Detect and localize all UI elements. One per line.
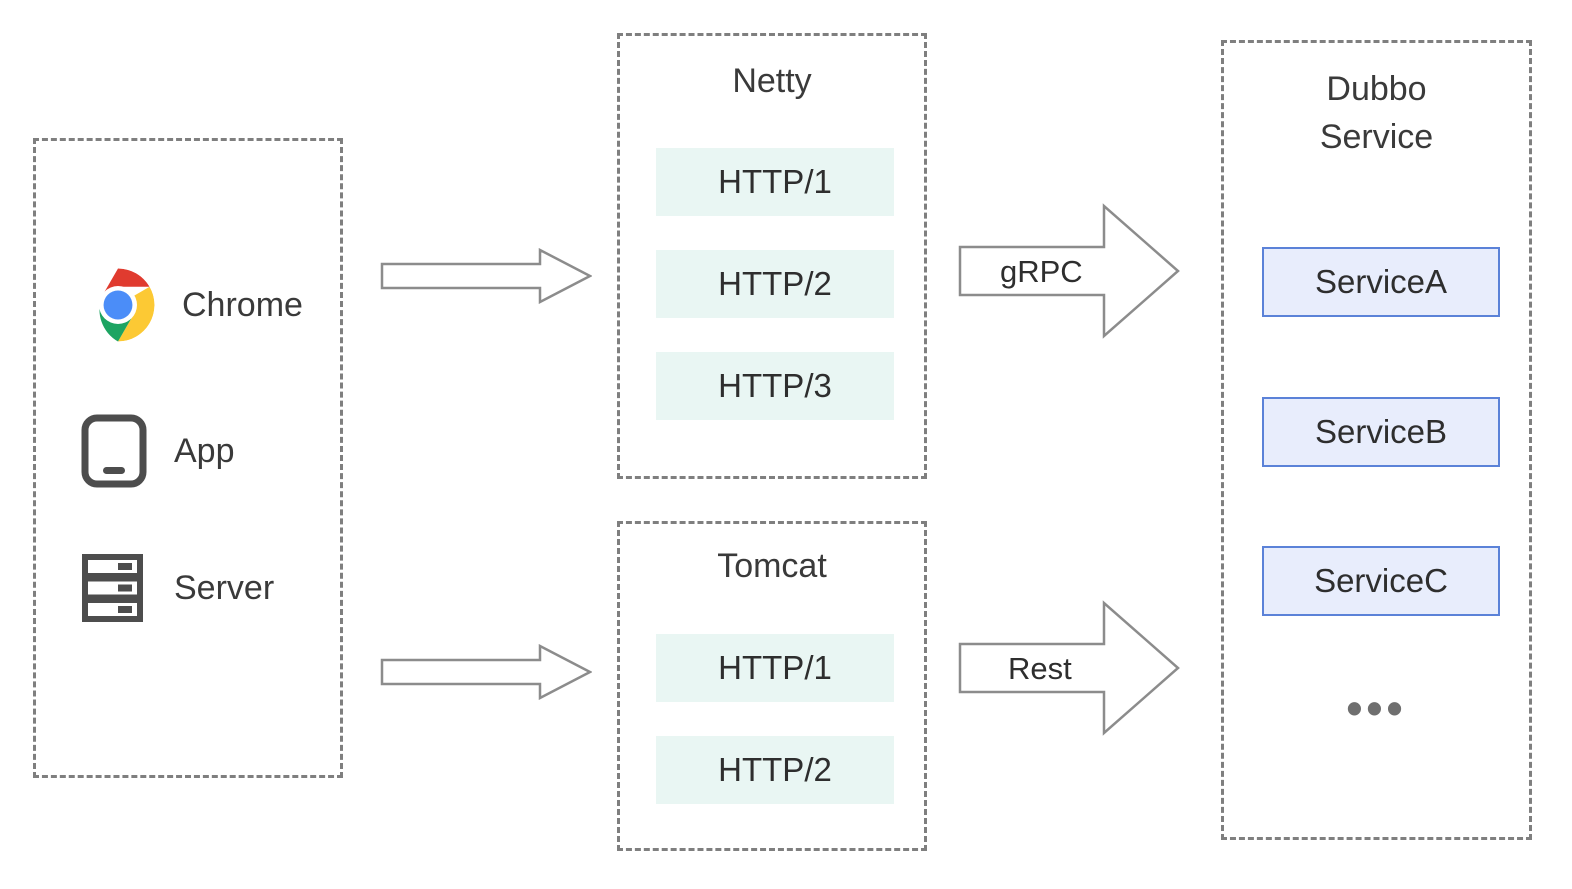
netty-protocol-box: HTTP/2 [656, 250, 894, 318]
service-box[interactable]: ServiceC [1262, 546, 1500, 616]
service-label: ServiceC [1314, 562, 1448, 599]
client-panel: Chrome App Ser [33, 138, 343, 778]
netty-protocol-label: HTTP/1 [718, 163, 832, 200]
tomcat-panel: Tomcat HTTP/1 HTTP/2 [617, 521, 927, 851]
arrow-tomcat-to-dubbo-label: Rest [1008, 651, 1072, 686]
client-item-label: Server [174, 568, 275, 607]
netty-panel: Netty HTTP/1 HTTP/2 HTTP/3 [617, 33, 927, 479]
arrow-client-to-netty [380, 248, 592, 304]
netty-panel-title: Netty [732, 62, 812, 100]
netty-protocol-label: HTTP/2 [718, 265, 832, 302]
arrow-netty-to-dubbo: gRPC [958, 203, 1180, 339]
chrome-icon [80, 267, 156, 343]
netty-protocol-label: HTTP/3 [718, 367, 832, 404]
arrow-client-to-tomcat [380, 644, 592, 700]
client-item-server: Server [80, 553, 274, 623]
tomcat-protocol-label: HTTP/1 [718, 649, 832, 686]
service-box[interactable]: ServiceA [1262, 247, 1500, 317]
netty-protocol-box: HTTP/3 [656, 352, 894, 420]
service-label: ServiceA [1314, 263, 1448, 300]
tomcat-protocol-label: HTTP/2 [718, 751, 832, 788]
app-icon [80, 413, 148, 489]
client-item-chrome: Chrome [80, 267, 303, 343]
service-box[interactable]: ServiceB [1262, 397, 1500, 467]
client-item-app: App [80, 413, 235, 489]
server-icon [80, 553, 148, 623]
service-label: ServiceB [1314, 413, 1448, 450]
client-item-label: Chrome [182, 285, 303, 324]
client-item-label: App [174, 431, 235, 470]
more-services-ellipsis-icon: ••• [1346, 682, 1407, 734]
dubbo-panel-title: Dubbo Service [1319, 70, 1434, 156]
netty-protocol-box: HTTP/1 [656, 148, 894, 216]
dubbo-service-panel: Dubbo Service ServiceA ServiceB ServiceC… [1221, 40, 1532, 840]
tomcat-panel-title: Tomcat [717, 547, 827, 585]
tomcat-protocol-box: HTTP/2 [656, 736, 894, 804]
arrow-tomcat-to-dubbo: Rest [958, 600, 1180, 736]
arrow-netty-to-dubbo-label: gRPC [1000, 254, 1083, 289]
tomcat-protocol-box: HTTP/1 [656, 634, 894, 702]
